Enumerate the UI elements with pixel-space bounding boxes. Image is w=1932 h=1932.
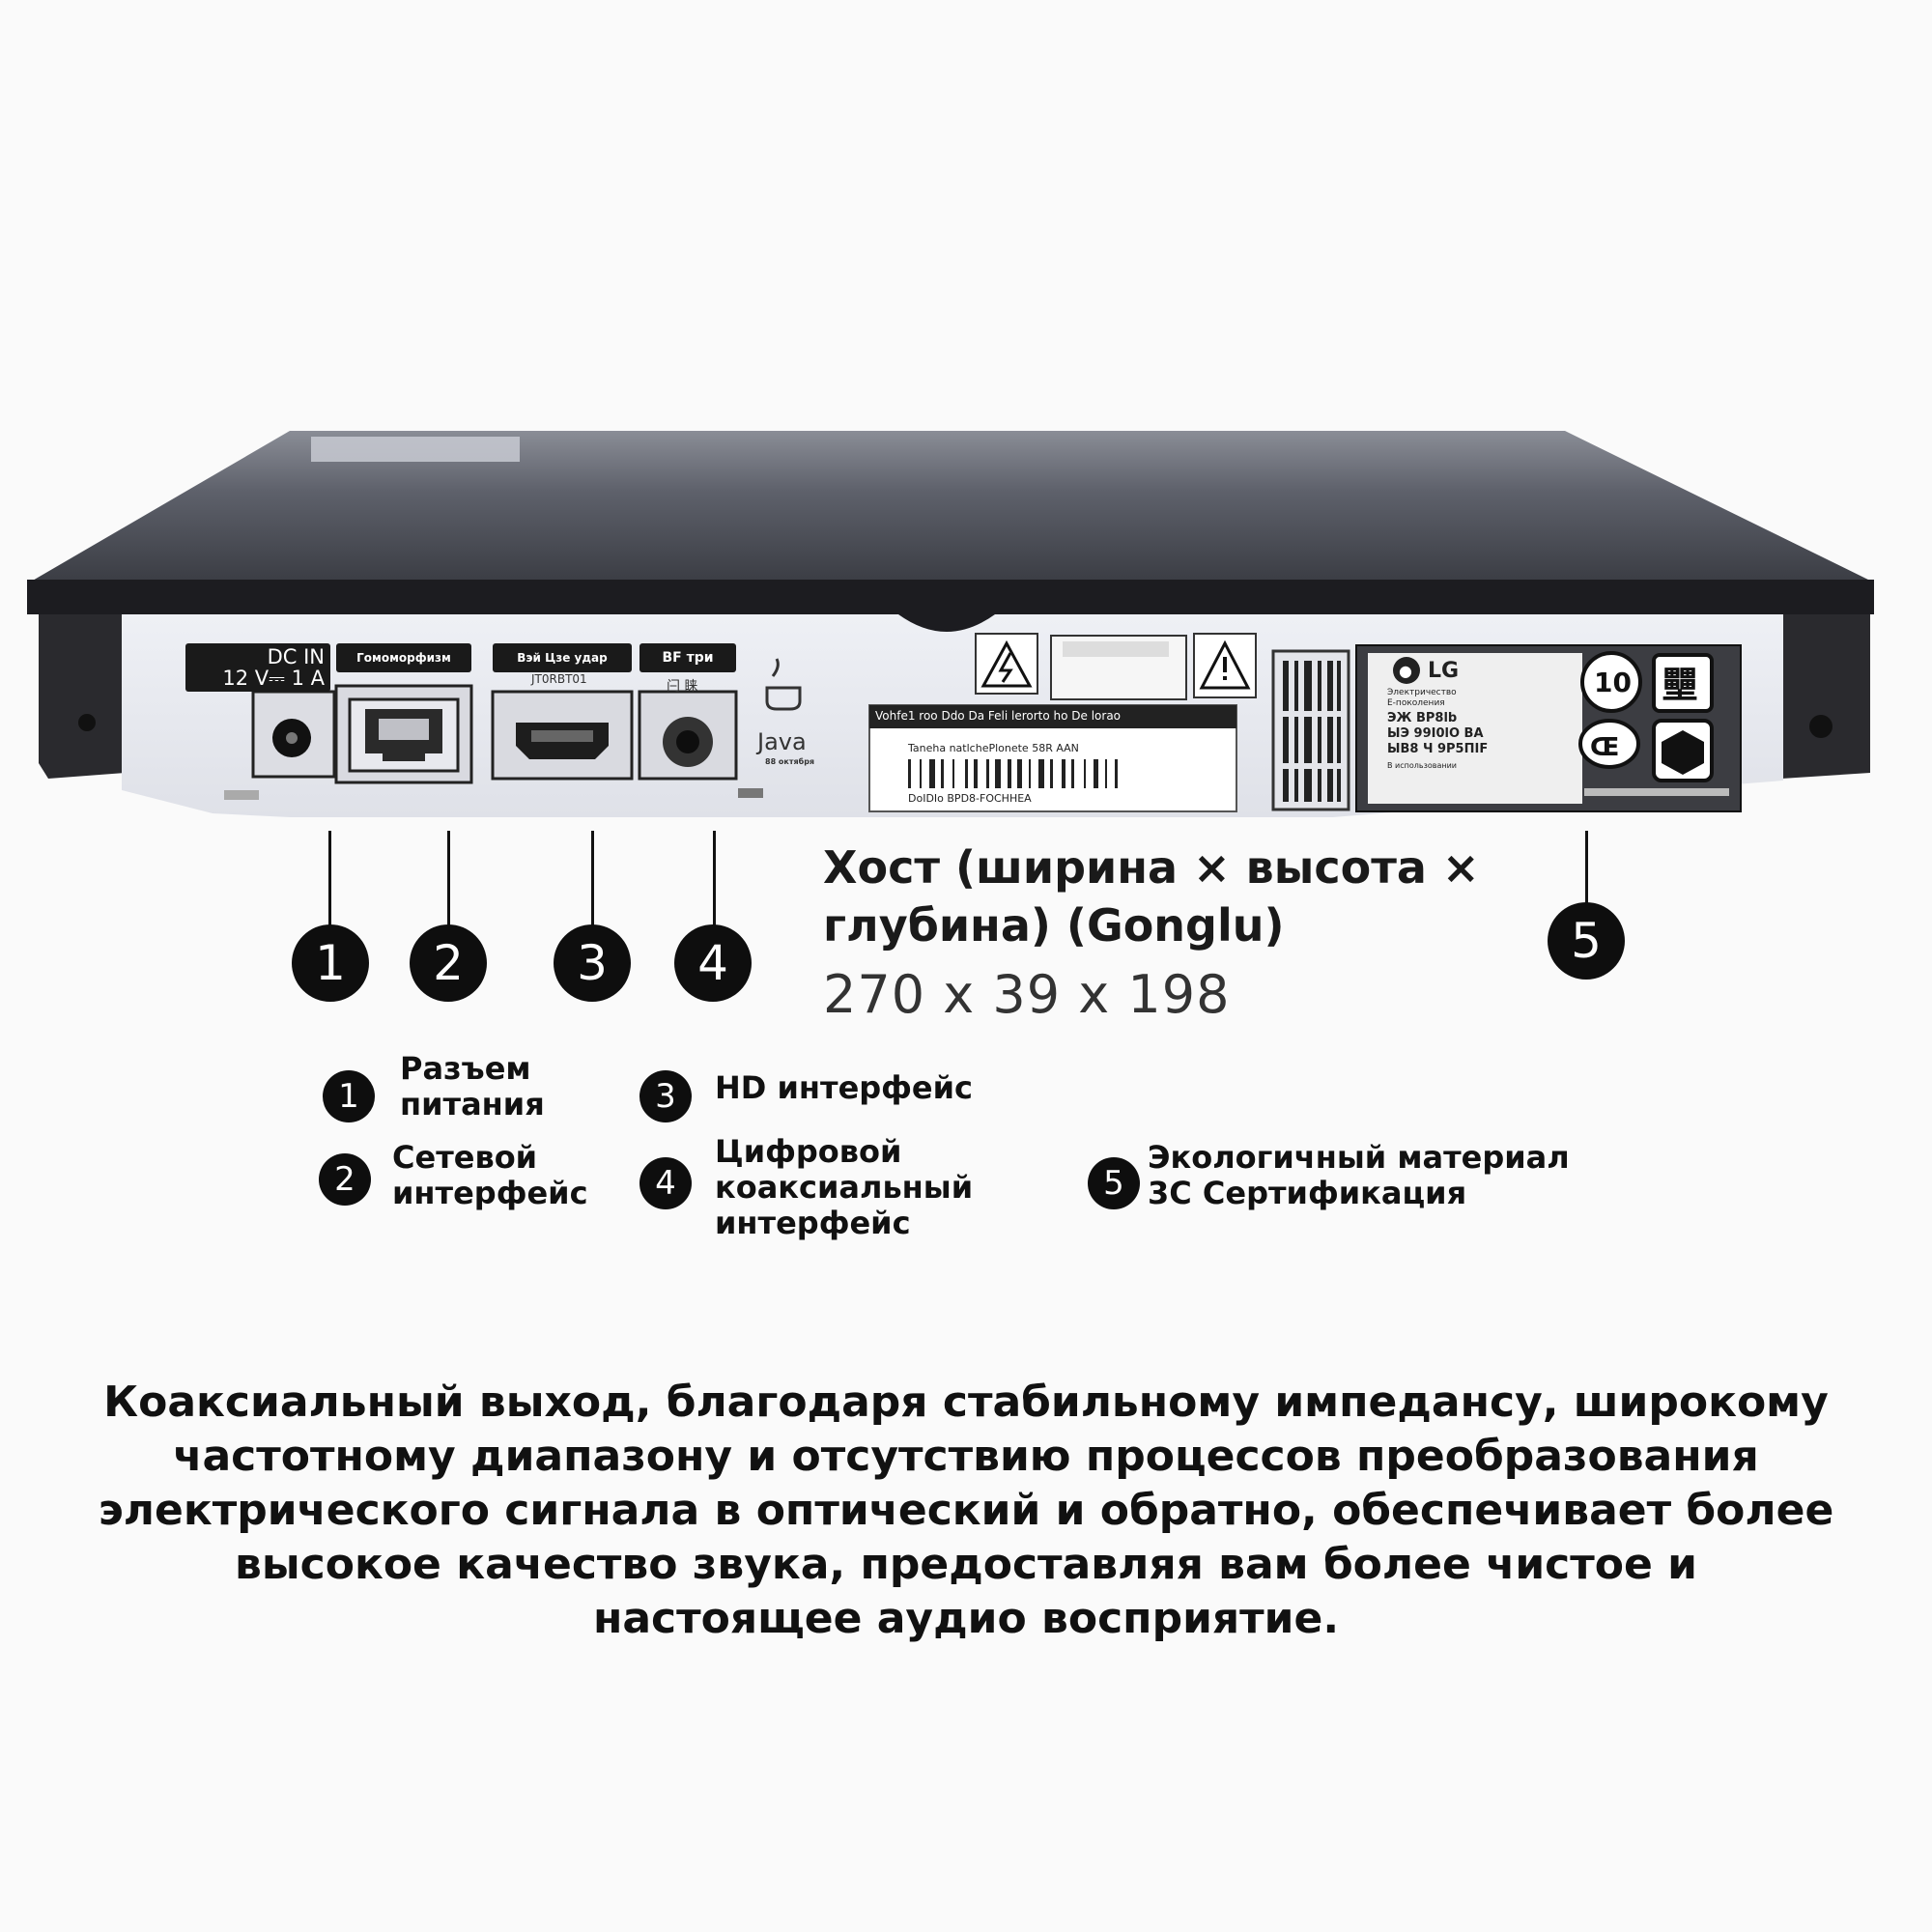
center-label-row1: Taneha natlchePlonete 58R AAN <box>908 742 1079 754</box>
legend-number-5: 5 <box>1088 1157 1140 1209</box>
callout-2: 2 <box>410 924 487 1002</box>
legend-number-2: 2 <box>319 1153 371 1206</box>
coax-port-sublabel: 闩 睐 <box>667 679 698 695</box>
dc-in-line1: DC IN <box>267 645 325 668</box>
network-port-label: Гомоморфизм <box>336 643 471 672</box>
lg-line5: ЫВ8 Ч 9P5ПIF <box>1387 742 1489 756</box>
lg-note: В использовании <box>1387 761 1457 770</box>
dimensions-value: 270 x 39 x 198 <box>823 964 1231 1025</box>
legend-text-5: Экологичный материал 3C Сертификация <box>1148 1139 1570 1211</box>
coax-port-label: BF три <box>639 643 736 672</box>
java-date-text: 88 октября <box>765 757 815 766</box>
svg-text:Œ: Œ <box>1590 733 1619 762</box>
svg-text:●: ● <box>1399 662 1412 680</box>
callout-5: 5 <box>1548 902 1625 980</box>
lg-line3: ЭЖ BP8lb <box>1387 711 1458 725</box>
callout-3: 3 <box>554 924 631 1002</box>
lg-line4: ЫЭ 99I0lO BA <box>1387 726 1484 741</box>
callout-1: 1 <box>292 924 369 1002</box>
legend-text-4: Цифровой коаксиальный интерфейс <box>715 1133 974 1241</box>
device-body: ● 壨 Œ <box>27 431 1874 817</box>
legend-number-3: 3 <box>639 1070 692 1122</box>
dc-in-line2: 12 V⎓ 1 A <box>222 667 325 690</box>
legend-number-4: 4 <box>639 1157 692 1209</box>
coaxial-description: Коаксиальный выход, благодаря стабильном… <box>98 1378 1834 1643</box>
legend-number-1: 1 <box>323 1070 375 1122</box>
callout-4: 4 <box>674 924 752 1002</box>
lg-line2: E-поколения <box>1387 698 1445 708</box>
lg-line1: Электричество <box>1387 688 1457 697</box>
hdmi-port-sublabel: JT0RBT01 <box>531 672 587 686</box>
legend-text-1: Разъем питания <box>400 1050 545 1122</box>
java-logo-text: Java <box>757 728 807 755</box>
svg-text:壨: 壨 <box>1662 664 1698 706</box>
blu-ray-player-rear-view: ● 壨 Œ DC IN 12 V⎓ 1 A Гомоморфизм Вэй Цз… <box>27 431 1874 817</box>
dc-in-label: DC IN 12 V⎓ 1 A <box>185 643 330 692</box>
hdmi-port-label: Вэй Цзе удар <box>493 643 632 672</box>
center-label-row3: DoIDIo BPD8-FOCHHEA <box>908 792 1032 805</box>
dimensions-title: Хост (ширина × высота × глубина) (Gonglu… <box>823 841 1480 952</box>
callout-line-1 <box>328 831 331 927</box>
callout-line-5 <box>1585 831 1588 922</box>
callout-line-2 <box>447 831 450 927</box>
callout-line-4 <box>713 831 716 927</box>
callout-line-3 <box>591 831 594 927</box>
legend-text-2: Сетевой интерфейс <box>392 1139 588 1211</box>
center-label-header: Vohfe1 roo Ddo Da Feli lerorto ho De lor… <box>875 709 1122 723</box>
lg-brand-text: LG <box>1428 659 1460 683</box>
legend-text-3: HD интерфейс <box>715 1069 974 1106</box>
lg-badge-number: 10 <box>1594 667 1632 698</box>
